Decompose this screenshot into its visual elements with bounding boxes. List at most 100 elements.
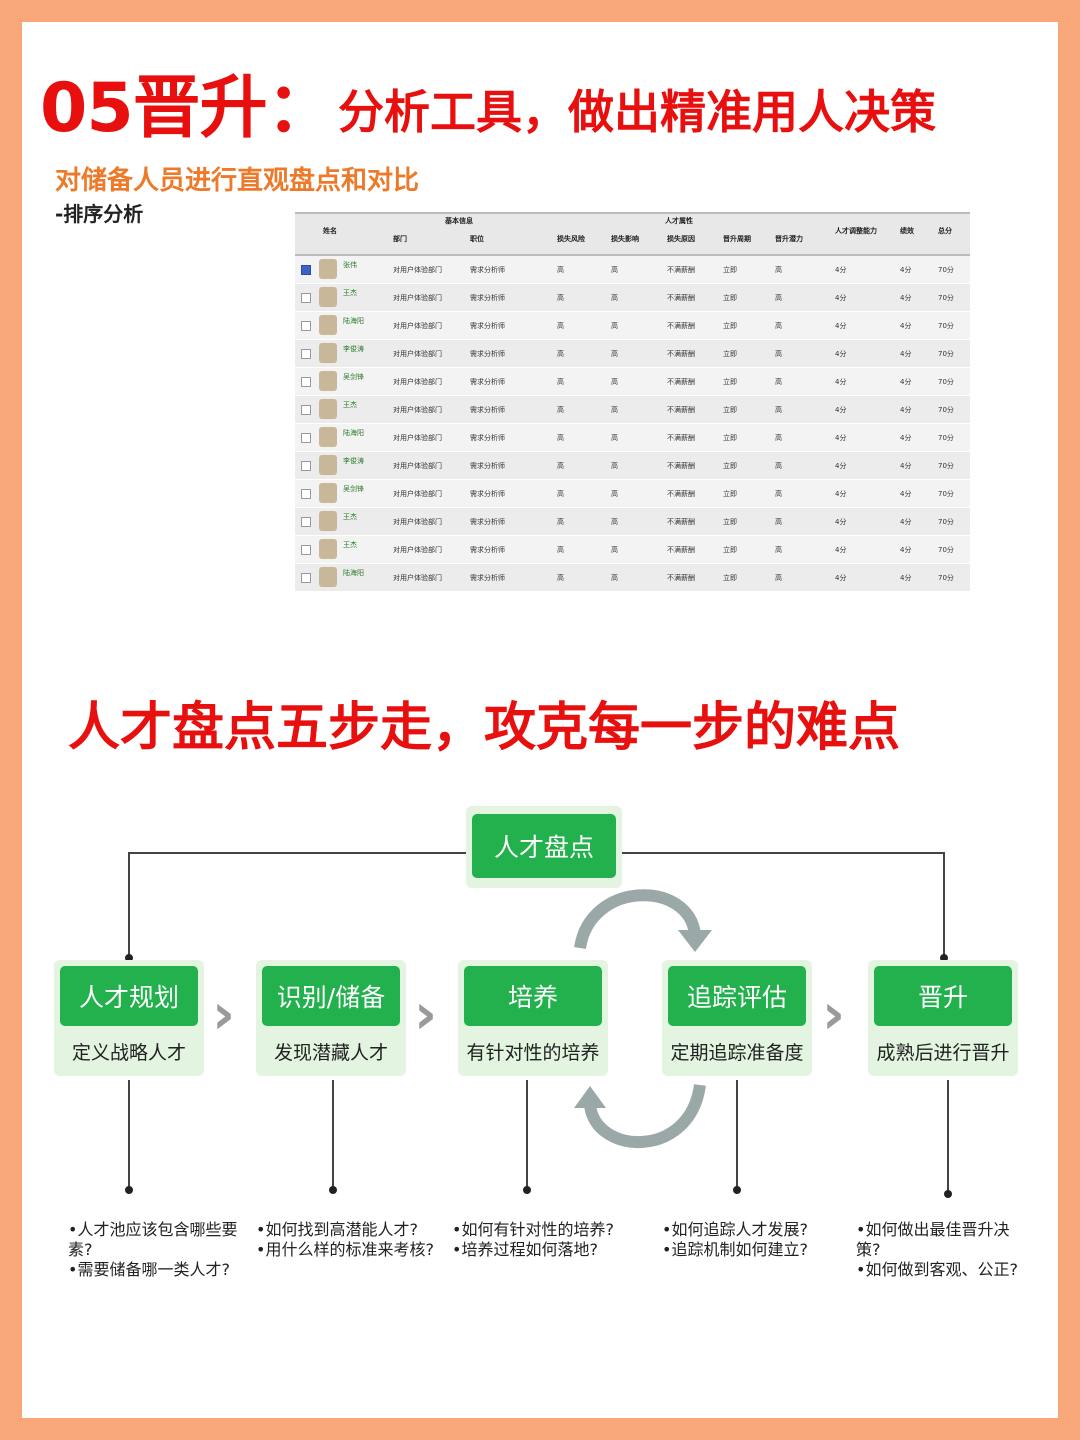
step-label: 识别/储备 xyxy=(262,966,400,1026)
cell-role: 需求分析师 xyxy=(470,294,505,302)
cell-dept: 对用户体验部门 xyxy=(393,518,442,526)
step-training: 培养 有针对性的培养 xyxy=(458,960,608,1076)
cell-role: 需求分析师 xyxy=(470,322,505,330)
cell-ability: 4分 xyxy=(835,266,847,274)
step-promotion: 晋升 成熟后进行晋升 xyxy=(868,960,1018,1076)
cell-role: 需求分析师 xyxy=(470,406,505,414)
row-checkbox[interactable] xyxy=(301,265,311,275)
step-sub: 定期追踪准备度 xyxy=(670,1042,804,1064)
cell-cycle: 立即 xyxy=(723,378,737,386)
cell-name[interactable]: 张伟 xyxy=(343,261,357,269)
step-sub: 发现潜藏人才 xyxy=(273,1042,388,1064)
cell-name[interactable]: 王杰 xyxy=(343,513,357,521)
cell-potential: 高 xyxy=(775,490,782,498)
row-checkbox[interactable] xyxy=(301,321,311,331)
root-label: 人才盘点 xyxy=(472,814,616,878)
col-role: 职位 xyxy=(470,235,484,243)
chevron-right-icon: › xyxy=(822,982,846,1047)
cell-impact: 高 xyxy=(611,294,618,302)
col-potential: 晋升潜力 xyxy=(775,235,803,243)
cell-potential: 高 xyxy=(775,350,782,358)
cell-ability: 4分 xyxy=(835,350,847,358)
cell-reason: 不满薪酬 xyxy=(667,294,695,302)
cell-impact: 高 xyxy=(611,434,618,442)
row-checkbox[interactable] xyxy=(301,349,311,359)
section1-subtitle: 对储备人员进行直观盘点和对比 xyxy=(55,166,420,196)
cell-potential: 高 xyxy=(775,462,782,470)
cell-name[interactable]: 王杰 xyxy=(343,289,357,297)
cell-role: 需求分析师 xyxy=(470,266,505,274)
cell-impact: 高 xyxy=(611,322,618,330)
step-sub: 成熟后进行晋升 xyxy=(876,1042,1010,1064)
cell-name[interactable]: 王杰 xyxy=(343,541,357,549)
row-checkbox[interactable] xyxy=(301,517,311,527)
cell-role: 需求分析师 xyxy=(470,574,505,582)
cell-name[interactable]: 吴剑锋 xyxy=(343,373,364,381)
cell-perf: 4分 xyxy=(900,434,912,442)
col-ability: 人才调整能力 xyxy=(835,227,877,235)
col-perf: 绩效 xyxy=(900,227,914,235)
cell-total: 70分 xyxy=(938,266,954,274)
avatar xyxy=(319,371,337,391)
avatar xyxy=(319,511,337,531)
cell-ability: 4分 xyxy=(835,462,847,470)
avatar xyxy=(319,287,337,307)
row-checkbox[interactable] xyxy=(301,461,311,471)
cell-risk: 高 xyxy=(557,434,564,442)
cell-name[interactable]: 李俊涛 xyxy=(343,457,364,465)
question-line: •如何追踪人才发展? xyxy=(662,1220,808,1239)
cell-reason: 不满薪酬 xyxy=(667,322,695,330)
avatar xyxy=(319,427,337,447)
cell-name[interactable]: 陆海阳 xyxy=(343,429,364,437)
cell-total: 70分 xyxy=(938,378,954,386)
cell-reason: 不满薪酬 xyxy=(667,406,695,414)
cell-risk: 高 xyxy=(557,406,564,414)
step-sub: 定义战略人才 xyxy=(71,1042,186,1064)
cell-total: 70分 xyxy=(938,574,954,582)
step-sub: 有针对性的培养 xyxy=(466,1042,600,1064)
cell-name[interactable]: 王杰 xyxy=(343,401,357,409)
cell-cycle: 立即 xyxy=(723,322,737,330)
cell-cycle: 立即 xyxy=(723,294,737,302)
cell-name[interactable]: 李俊涛 xyxy=(343,345,364,353)
row-checkbox[interactable] xyxy=(301,377,311,387)
table-header: 基本信息 人才属性 姓名 部门 职位 损失风险 损失影响 损失原因 晋升周期 晋… xyxy=(295,212,970,256)
cell-ability: 4分 xyxy=(835,518,847,526)
question-line: •如何做到客观、公正? xyxy=(856,1260,1018,1279)
cell-dept: 对用户体验部门 xyxy=(393,574,442,582)
row-checkbox[interactable] xyxy=(301,405,311,415)
step-planning: 人才规划 定义战略人才 xyxy=(54,960,204,1076)
cell-impact: 高 xyxy=(611,546,618,554)
row-checkbox[interactable] xyxy=(301,433,311,443)
cell-name[interactable]: 陆海阳 xyxy=(343,569,364,577)
row-checkbox[interactable] xyxy=(301,545,311,555)
cell-perf: 4分 xyxy=(900,546,912,554)
cell-reason: 不满薪酬 xyxy=(667,490,695,498)
row-checkbox[interactable] xyxy=(301,573,311,583)
cell-ability: 4分 xyxy=(835,378,847,386)
question-line: •如何做出最佳晋升决策? xyxy=(856,1220,1010,1259)
row-checkbox[interactable] xyxy=(301,293,311,303)
cell-name[interactable]: 陆海阳 xyxy=(343,317,364,325)
cell-impact: 高 xyxy=(611,518,618,526)
cell-total: 70分 xyxy=(938,546,954,554)
avatar xyxy=(319,567,337,587)
cell-impact: 高 xyxy=(611,574,618,582)
cell-name[interactable]: 吴剑锋 xyxy=(343,485,364,493)
questions-planning: •人才池应该包含哪些要素? •需要储备哪一类人才? xyxy=(68,1220,248,1280)
cell-reason: 不满薪酬 xyxy=(667,434,695,442)
row-checkbox[interactable] xyxy=(301,489,311,499)
cell-cycle: 立即 xyxy=(723,518,737,526)
